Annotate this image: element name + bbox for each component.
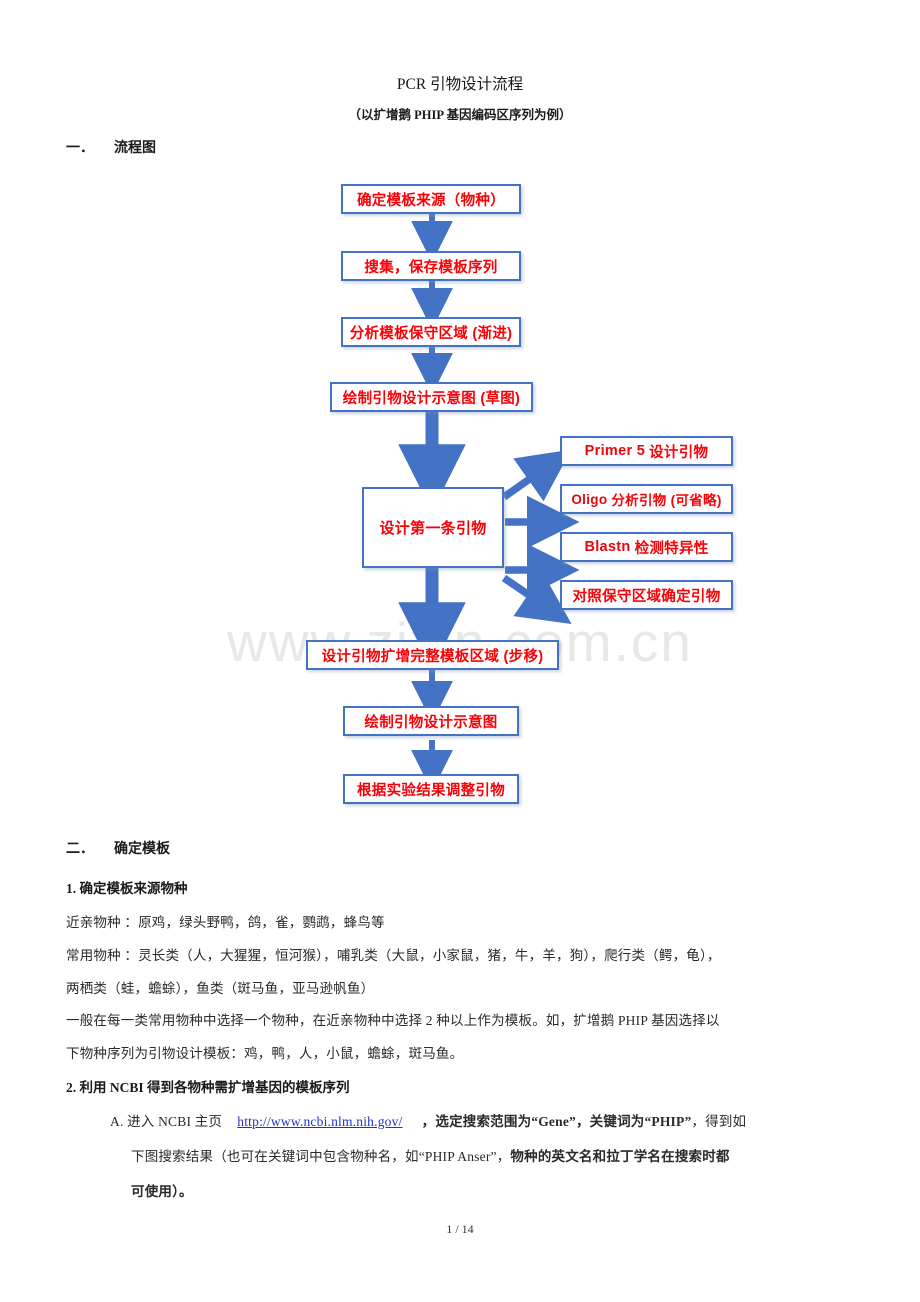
flowchart: 确定模板来源（物种） 搜集，保存模板序列 分析模板保守区域 (渐进) 绘制引物设… (306, 184, 733, 804)
section-one-number: 一． (66, 141, 94, 156)
text-line-general-2: 下物种序列为引物设计模板：鸡，鸭，人，小鼠，蟾蜍，斑马鱼。 (66, 1046, 464, 1061)
flow-node-n5[interactable]: 设计第一条引物 (362, 487, 504, 568)
list-item-a-line2: 下图搜索结果（也可在关键词中包含物种名，如“PHIP Anser”，物种的英文名… (131, 1145, 730, 1165)
flow-branch-b4[interactable]: 对照保守区域确定引物 (560, 580, 733, 610)
flow-branch-b2-label: 分析引物 (可省略) (611, 493, 722, 508)
section-heading-one: 一． 流程图 (66, 137, 156, 157)
text-line-common-1: 常用物种 ：灵长类（人，大猩猩，恒河猴），哺乳类（大鼠，小家鼠，猪，牛，羊，狗）… (66, 948, 721, 963)
flow-branch-b3-label: 检测特异性 (634, 540, 709, 557)
flow-node-n4[interactable]: 绘制引物设计示意图 (草图) (330, 382, 533, 412)
flow-node-n3-label: 分析模板保守区域 (渐进) (349, 325, 513, 342)
section-one-label: 流程图 (114, 141, 156, 156)
flow-branch-b1-label: 设计引物 (649, 444, 709, 461)
flow-node-n3[interactable]: 分析模板保守区域 (渐进) (341, 317, 521, 347)
subheading-1: 1. 确定模板来源物种 (66, 881, 188, 896)
flow-node-n2-label: 搜集，保存模板序列 (364, 259, 498, 276)
section-heading-two: 二． 确定模板 (66, 838, 170, 858)
flow-node-n1[interactable]: 确定模板来源（物种） (341, 184, 521, 214)
page-subtitle: （以扩增鹅 PHIP 基因编码区序列为例） (348, 108, 572, 122)
list-item-a-l2b: 物种的英文名和拉丁学名在搜索时都 (510, 1149, 730, 1164)
list-item-a-marker: A. (110, 1114, 124, 1129)
subheading-2: 2. 利用 NCBI 得到各物种需扩增基因的模板序列 (66, 1080, 350, 1095)
flow-branch-b1-lead: Primer 5 (584, 443, 646, 459)
text-line-common-2: 两栖类（蛙，蟾蜍），鱼类（斑马鱼，亚马逊帆鱼） (66, 981, 375, 996)
text-line-general-1: 一般在每一类常用物种中选择一个物种，在近亲物种中选择 2 种以上作为模板。如，扩… (66, 1013, 720, 1028)
flow-node-n6-label: 设计引物扩增完整模板区域 (步移) (321, 648, 544, 665)
list-item-a-post: ，得到如 (691, 1114, 747, 1129)
text-line-relatives: 近亲物种 ：原鸡，绿头野鸭，鸽，雀，鹦鹉，蜂鸟等 (66, 915, 385, 930)
flow-node-n8[interactable]: 根据实验结果调整引物 (343, 774, 519, 804)
flow-node-n7-label: 绘制引物设计示意图 (364, 714, 498, 731)
flow-node-n8-label: 根据实验结果调整引物 (357, 782, 505, 799)
list-item-a-line3: 可使用）。 (131, 1184, 193, 1199)
ncbi-homepage-link[interactable]: http://www.ncbi.nlm.nih.gov/ (237, 1114, 403, 1129)
flow-node-n1-label: 确定模板来源（物种） (357, 192, 505, 209)
list-item-a-pre: 进入 NCBI 主页 (127, 1114, 223, 1129)
list-item-a-l2a: 下图搜索结果（也可在关键词中包含物种名，如“PHIP Anser”， (131, 1149, 511, 1164)
list-item-a-mid: ，选定搜索范围为“Gene”，关键词为“PHIP” (421, 1114, 692, 1129)
list-item-a-line1: A. 进入 NCBI 主页 http://www.ncbi.nlm.nih.go… (110, 1110, 746, 1130)
flow-node-n6[interactable]: 设计引物扩增完整模板区域 (步移) (306, 640, 559, 670)
page-title: PCR 引物设计流程 (396, 76, 524, 93)
section-two-number: 二． (66, 842, 94, 857)
flow-node-n5-label: 设计第一条引物 (379, 520, 487, 537)
flow-branch-b4-label: 对照保守区域确定引物 (572, 588, 721, 605)
page-number-footer: 1 / 14 (446, 1222, 474, 1236)
flow-branch-b3-lead: Blastn (584, 539, 631, 555)
flow-branch-b2-lead: Oligo (571, 491, 608, 507)
flow-node-n7[interactable]: 绘制引物设计示意图 (343, 706, 519, 736)
flowchart-arrows (398, 214, 580, 792)
flow-node-n2[interactable]: 搜集，保存模板序列 (341, 251, 521, 281)
flow-node-n4-label: 绘制引物设计示意图 (草图) (342, 390, 521, 407)
section-two-label: 确定模板 (114, 842, 170, 857)
